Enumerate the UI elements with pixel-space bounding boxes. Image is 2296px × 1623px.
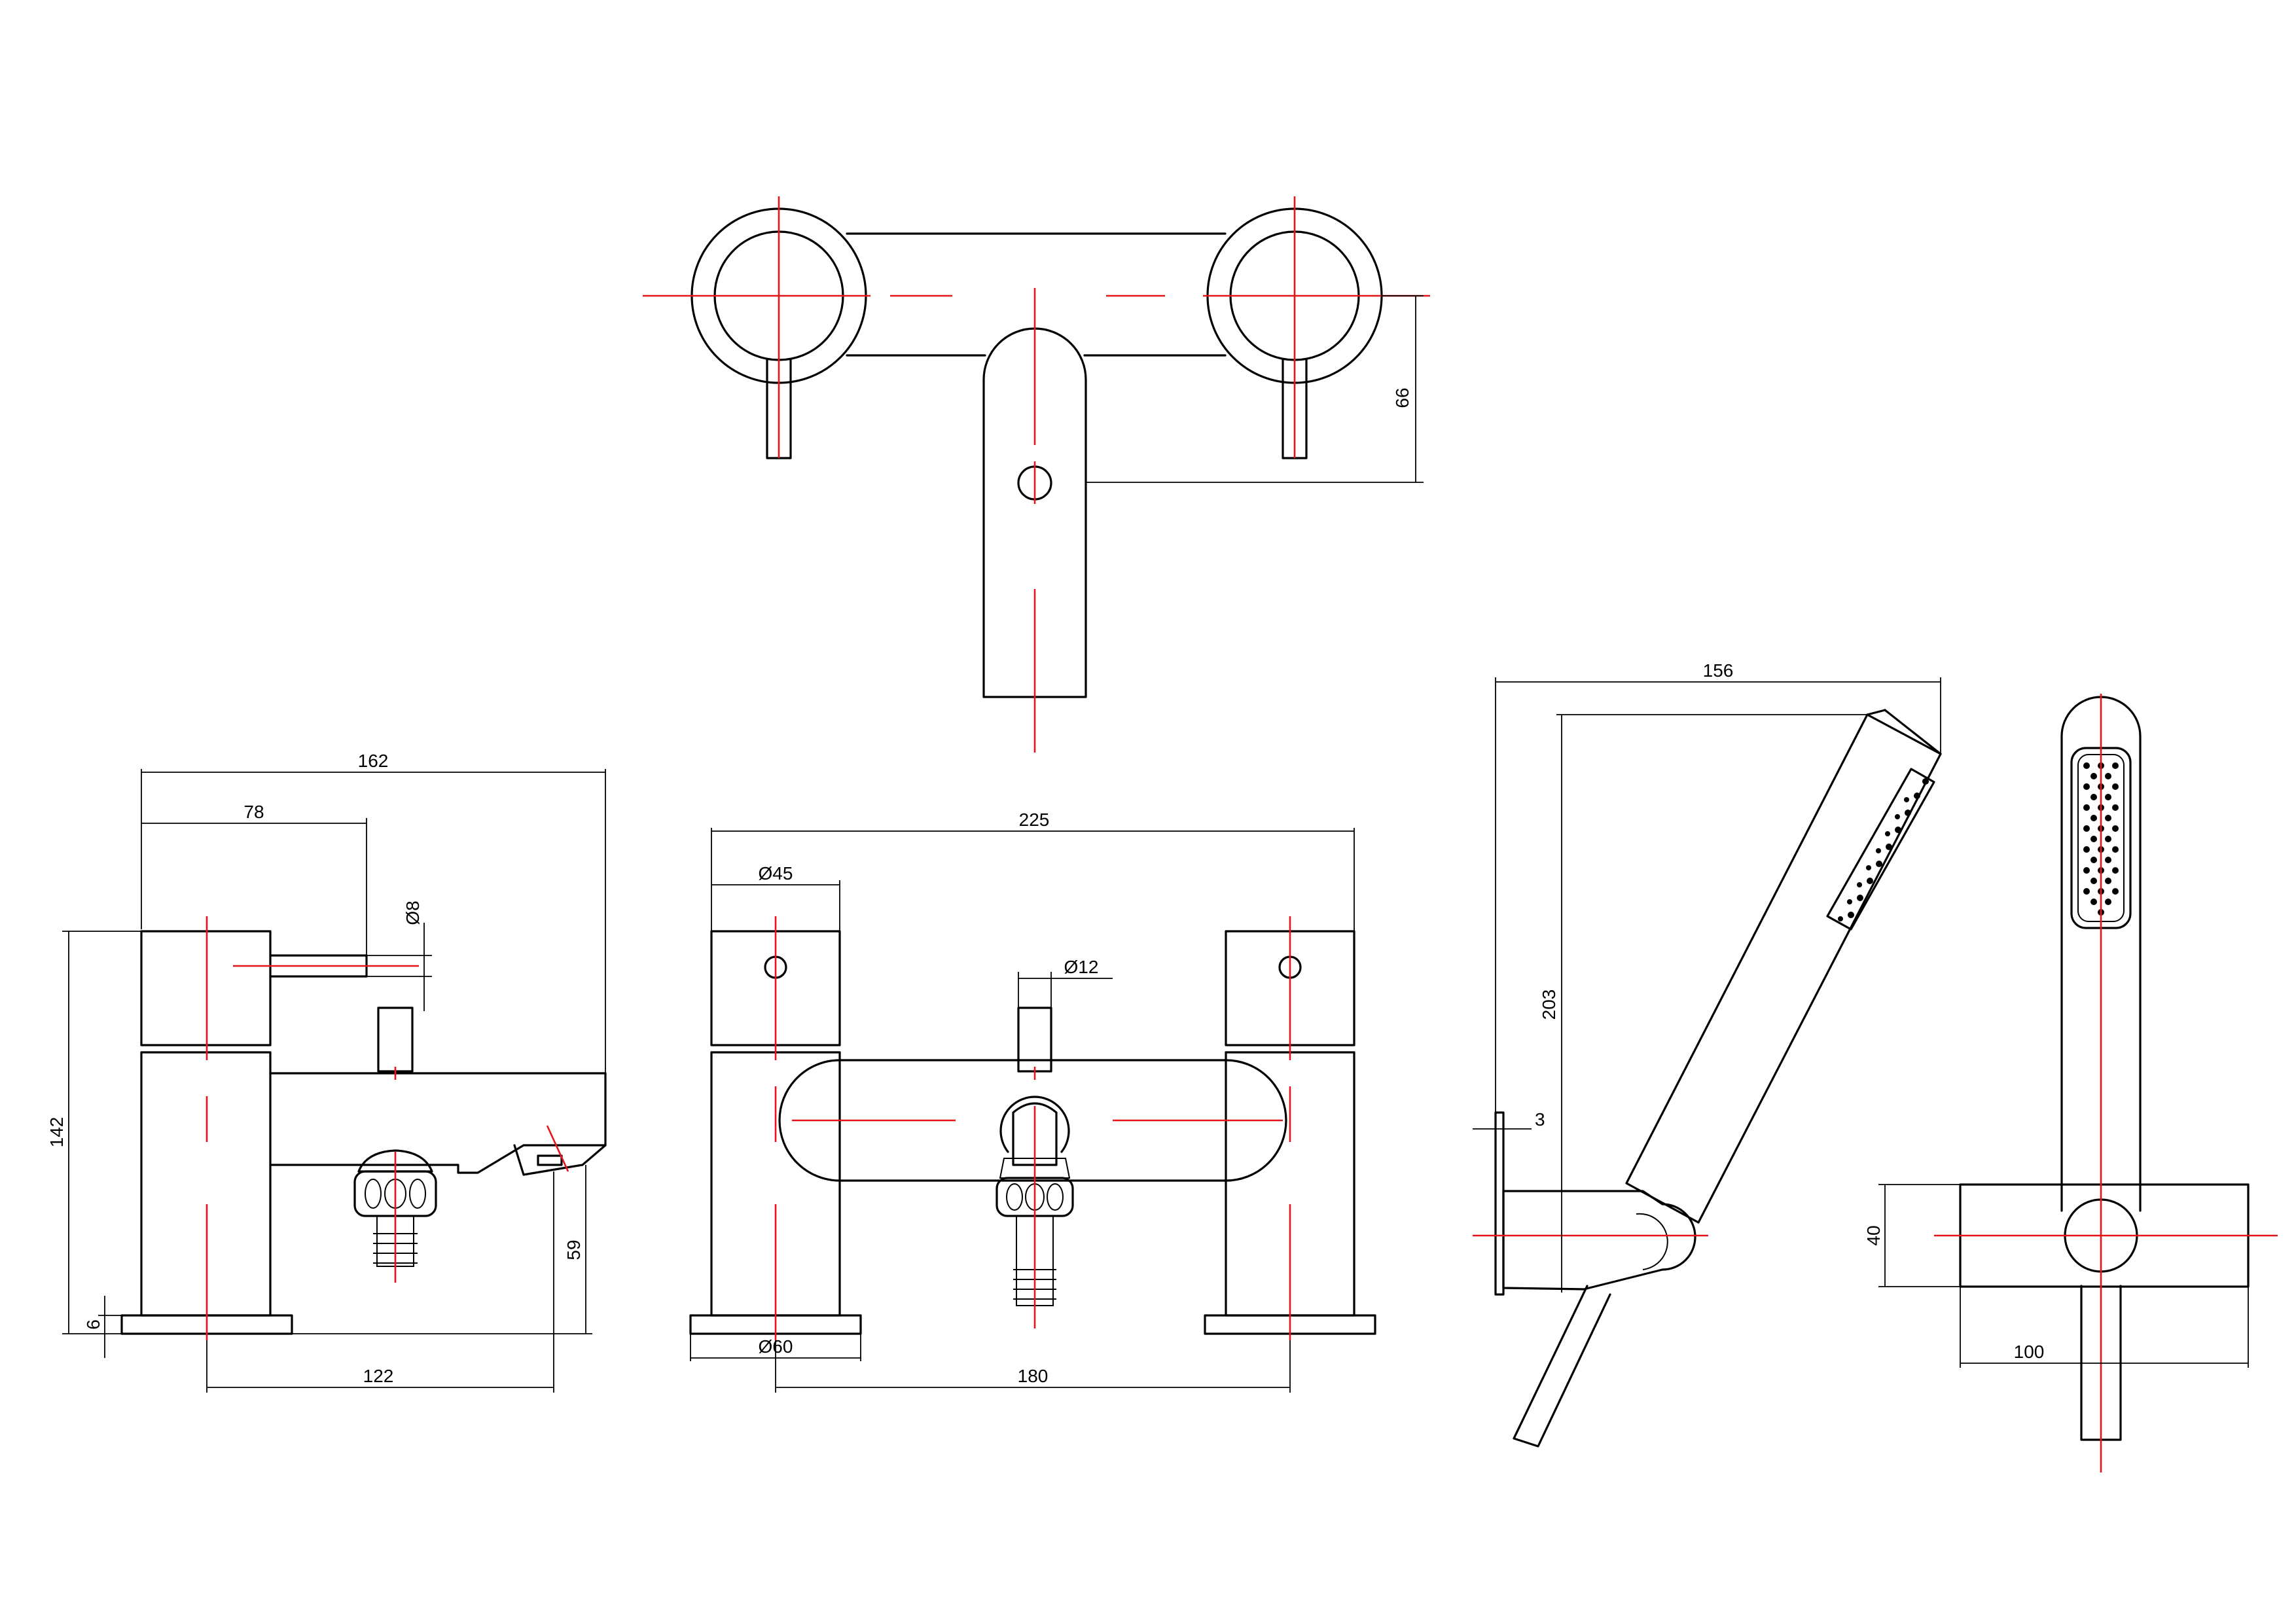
handset-side-view: 156 203 3 xyxy=(1473,660,1942,1448)
dim-spout-height: 59 xyxy=(564,1240,584,1260)
dim-side-lever-width: 78 xyxy=(243,802,264,822)
dim-side-total-width: 162 xyxy=(358,751,389,771)
dim-side-height: 142 xyxy=(46,1117,67,1148)
dim-handset-depth: 156 xyxy=(1703,660,1734,681)
dim-handle-diameter: Ø45 xyxy=(759,863,793,883)
dim-front-total-width: 225 xyxy=(1019,810,1050,830)
dim-centres: 180 xyxy=(1018,1366,1049,1386)
dim-lever-diameter: Ø8 xyxy=(403,901,423,925)
dim-top-height: 66 xyxy=(1392,387,1412,408)
dim-bracket-height: 40 xyxy=(1863,1225,1884,1245)
top-view: 66 xyxy=(643,196,1430,753)
dim-base-thickness: 6 xyxy=(83,1319,103,1330)
handset-front-view: 40 100 xyxy=(1863,694,2278,1472)
dim-side-base-to-spout: 122 xyxy=(363,1366,394,1386)
dim-diverter-diameter: Ø12 xyxy=(1064,957,1099,977)
side-view: 162 78 Ø8 142 6 59 122 xyxy=(46,751,607,1393)
dim-bracket-offset: 3 xyxy=(1535,1109,1545,1130)
dim-bracket-width: 100 xyxy=(2014,1342,2045,1362)
dim-handset-length: 203 xyxy=(1539,990,1559,1020)
front-view: 225 Ø45 Ø12 Ø60 180 xyxy=(689,810,1376,1393)
